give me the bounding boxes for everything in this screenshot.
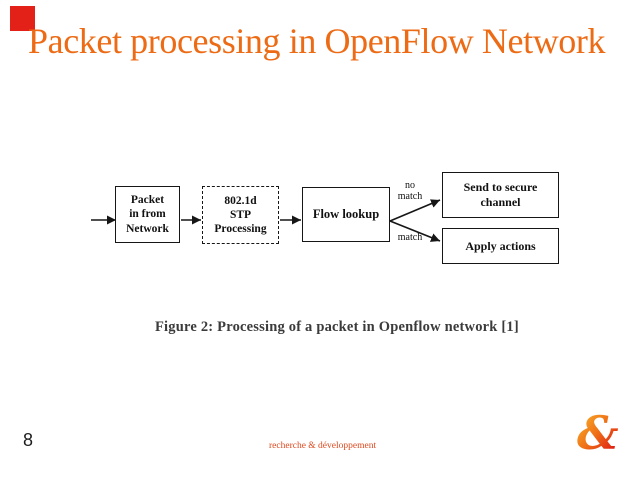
figure-caption: Figure 2: Processing of a packet in Open…	[155, 319, 519, 335]
edge-label-match: match	[397, 232, 423, 243]
edge-label-no-match: no match	[397, 180, 423, 202]
corner-square-logo	[10, 6, 35, 31]
node-label: Packet in from Network	[126, 194, 169, 235]
diagram-node-apply-actions: Apply actions	[442, 228, 559, 264]
page-number: 8	[23, 430, 34, 450]
ampersand-logo-icon: &	[577, 406, 619, 460]
diagram-node-send-secure-channel: Send to secure channel	[442, 172, 559, 218]
node-label: Send to secure channel	[463, 180, 538, 209]
diagram-node-flow-lookup: Flow lookup	[302, 187, 390, 242]
footer-branding: recherche & développement	[269, 441, 377, 451]
arrow-no-match	[389, 199, 441, 222]
node-label: Flow lookup	[312, 206, 380, 221]
slide-title: Packet processing in OpenFlow Network	[28, 21, 606, 61]
diagram-node-packet-in: Packet in from Network	[115, 186, 180, 243]
node-label: Apply actions	[465, 238, 536, 253]
diagram-node-stp-processing: 802.1d STP Processing	[202, 186, 279, 244]
node-label: 802.1d STP Processing	[214, 194, 267, 235]
